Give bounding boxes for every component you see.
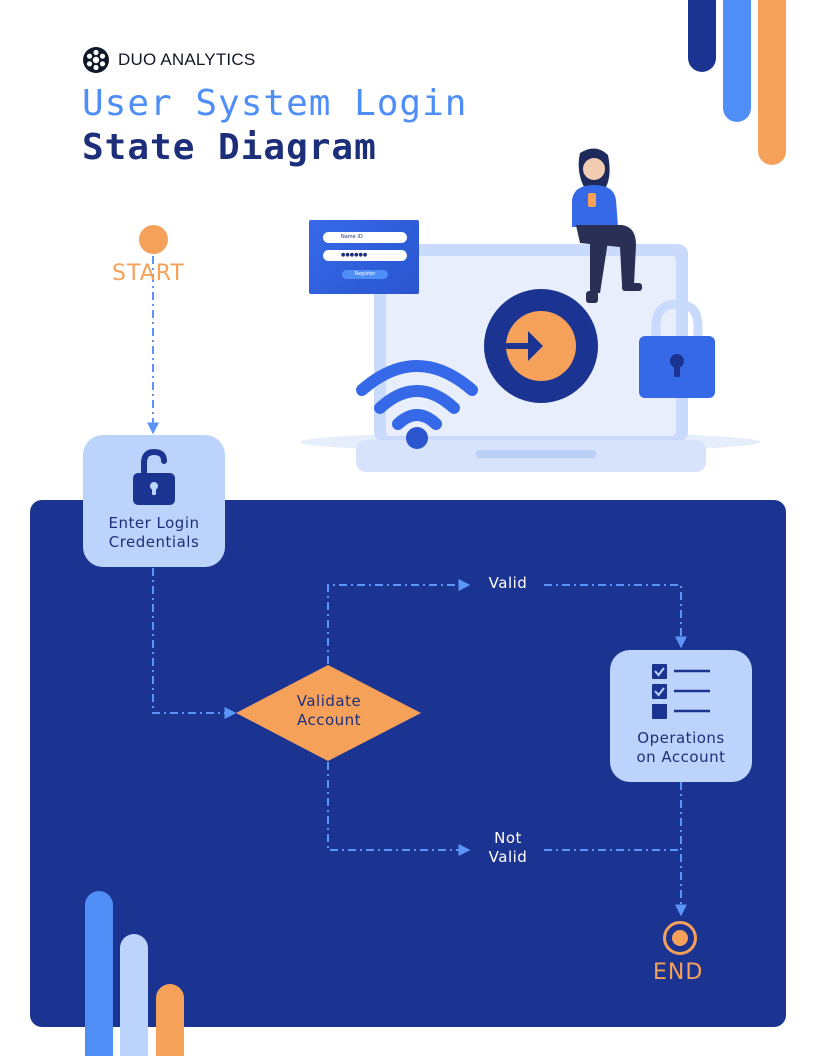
checklist-icon [652, 664, 712, 720]
end-node [662, 920, 698, 956]
node-operations: Operations on Account [610, 650, 752, 782]
username-field: Name ID [323, 232, 407, 243]
wifi-icon [352, 350, 482, 450]
gear-icon [82, 46, 110, 74]
username-placeholder: Name ID [341, 234, 363, 240]
page-title: User System Login State Diagram [82, 82, 467, 170]
decor-bar-bottom-light [120, 934, 148, 1056]
title-line-1: User System Login [82, 83, 468, 124]
register-button: Register [342, 270, 388, 279]
login-card: Name ID ●●●●●● Register [309, 220, 419, 294]
brand: DUO ANALYTICS [82, 46, 255, 74]
node-enter-credentials-label: Enter Login Credentials [108, 514, 200, 551]
start-node [139, 225, 168, 254]
title-line-2: State Diagram [82, 127, 377, 168]
password-field: ●●●●●● [323, 250, 407, 261]
decor-bar-bottom-orange [156, 984, 184, 1056]
edge-validate-notvalid-a [327, 762, 471, 856]
end-label: END [653, 960, 704, 985]
login-illustration: Name ID ●●●●●● Register [290, 140, 780, 485]
decor-bar-orange [758, 0, 786, 165]
padlock-icon [636, 298, 718, 402]
unlocked-padlock-icon [130, 448, 178, 507]
brand-name: DUO ANALYTICS [118, 50, 256, 69]
register-button-label: Register [354, 271, 376, 277]
node-operations-label: Operations on Account [636, 729, 726, 766]
node-enter-credentials: Enter Login Credentials [83, 435, 225, 567]
person-illustration [560, 145, 660, 310]
node-validate-label: Validate Account [296, 692, 362, 729]
edge-validate-valid-a [327, 579, 471, 664]
decor-bar-bottom-blue [85, 891, 113, 1056]
edge-label-valid: Valid [488, 574, 528, 592]
decor-bar-navy [688, 0, 716, 72]
password-mask: ●●●●●● [341, 252, 368, 258]
edge-label-not-valid: Not Valid [488, 829, 528, 866]
start-label: START [112, 261, 185, 286]
decor-bar-blue [723, 0, 751, 122]
edge-enter-to-validate [152, 568, 237, 719]
